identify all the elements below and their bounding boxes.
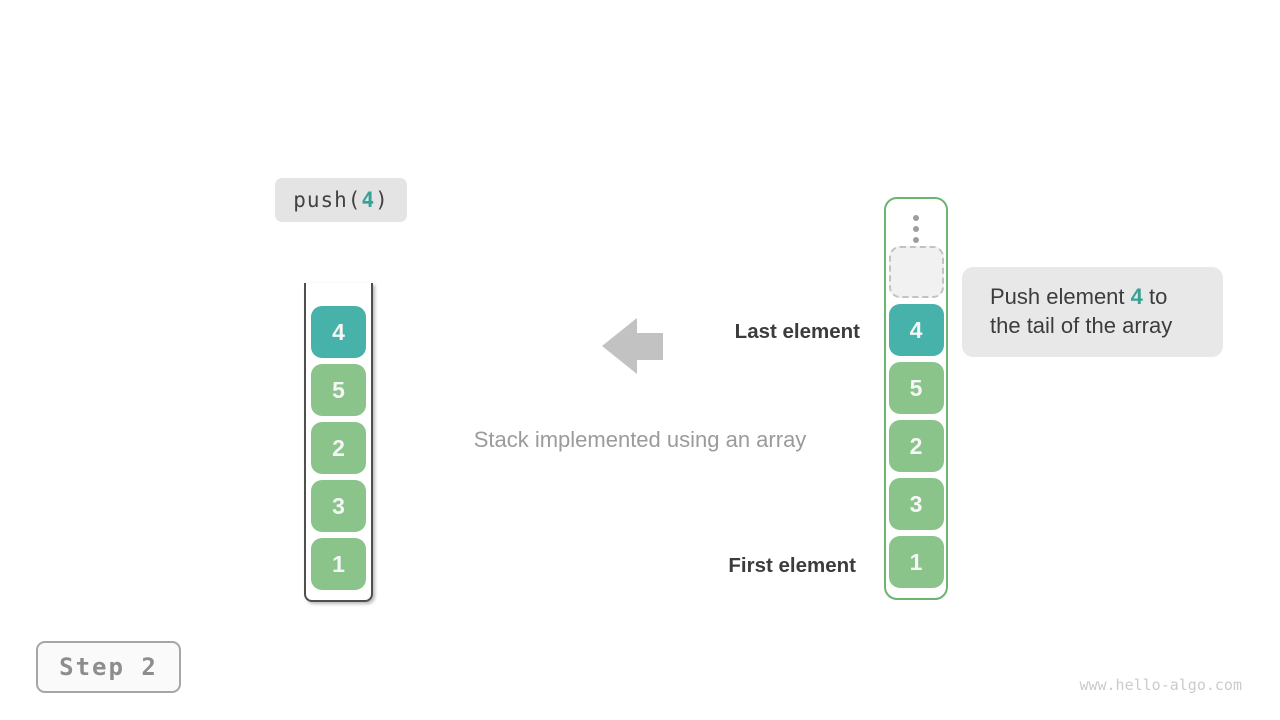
left-arrow-icon	[602, 318, 663, 374]
stack-cell: 1	[311, 538, 366, 590]
first-element-label: First element	[728, 554, 856, 577]
tooltip-text-post: to	[1142, 284, 1168, 309]
stack-cell: 3	[311, 480, 366, 532]
last-element-label: Last element	[734, 320, 860, 343]
vertical-ellipsis-icon	[886, 215, 946, 243]
stack-cells: 4 5 2 3 1	[306, 306, 371, 590]
stack-cell: 2	[311, 422, 366, 474]
stack-array-container: 4 5 2 3 1	[304, 283, 373, 602]
diagram-caption: Stack implemented using an array	[473, 427, 807, 452]
empty-slot	[889, 246, 944, 298]
array-cells: 4 5 2 3 1	[886, 304, 946, 588]
left-arrow-tail	[637, 332, 663, 360]
array-cell: 3	[888, 478, 944, 530]
step-label: Step 2	[59, 653, 158, 681]
tooltip-text-line2: the tail of the array	[990, 313, 1173, 338]
operation-prefix: push(	[293, 188, 362, 212]
tooltip-highlight-value: 4	[1130, 284, 1143, 309]
stack-cell: 5	[311, 364, 366, 416]
operation-suffix: )	[375, 188, 389, 212]
array-cell: 5	[888, 362, 944, 414]
watermark-text: www.hello-algo.com	[1079, 676, 1242, 694]
array-cell: 2	[888, 420, 944, 472]
array-cell-highlight: 4	[888, 304, 944, 356]
array-memory-container: 4 5 2 3 1	[884, 197, 948, 600]
left-arrow-head	[602, 318, 637, 374]
stack-cell-highlight: 4	[311, 306, 366, 358]
array-cell: 1	[888, 536, 944, 588]
tooltip-text-pre: Push element	[990, 284, 1131, 309]
operation-argument: 4	[361, 188, 376, 212]
push-tooltip: Push element 4 to the tail of the array	[962, 267, 1223, 357]
operation-chip: push(4)	[275, 178, 407, 222]
step-badge: Step 2	[36, 641, 181, 693]
